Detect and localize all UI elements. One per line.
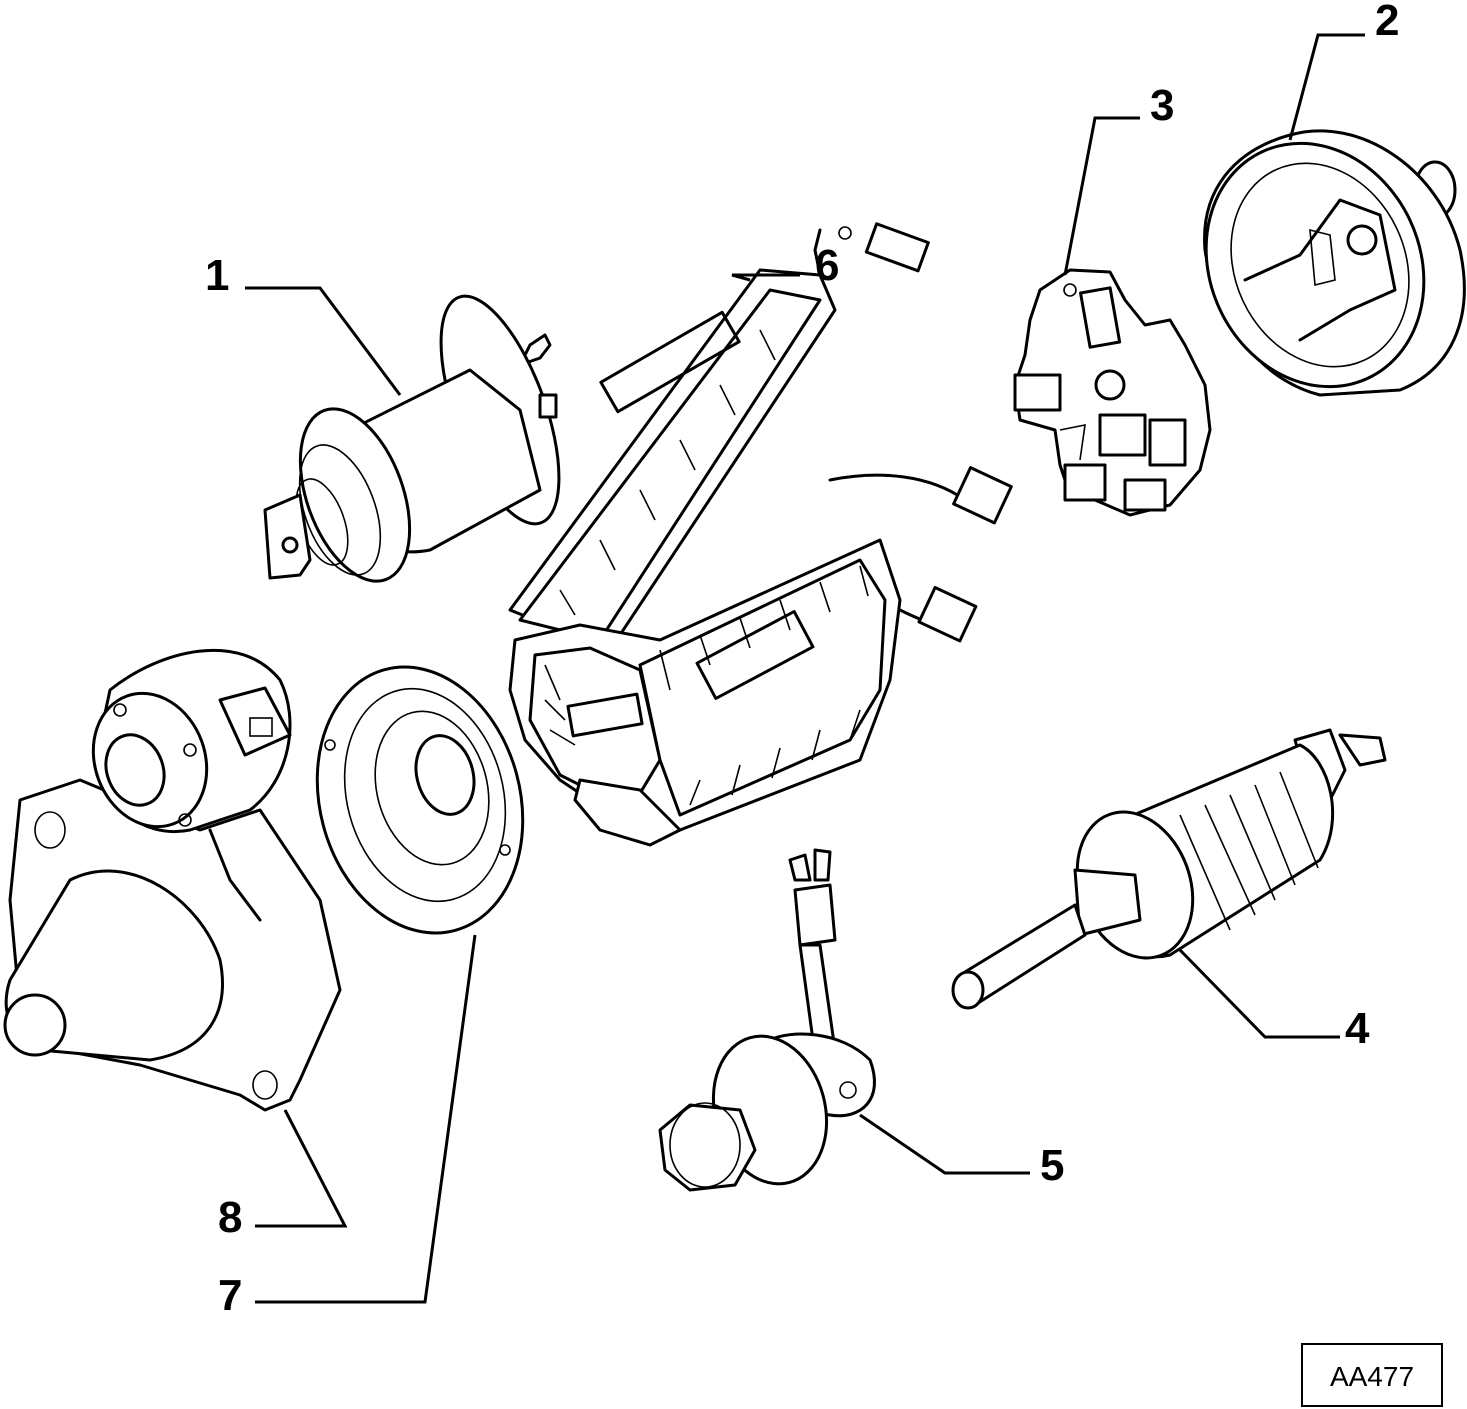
leader-1	[245, 286, 402, 396]
diagram-code-label: AA477	[1330, 1361, 1414, 1392]
callout-7: 7	[218, 1271, 242, 1320]
callout-8: 8	[218, 1193, 242, 1242]
end-cover-part	[1203, 129, 1466, 397]
cover-plate-part	[315, 665, 525, 935]
leader-7	[255, 934, 477, 1304]
solenoid-part	[263, 294, 561, 583]
leader-2	[1288, 33, 1365, 141]
leader-lines	[245, 33, 1365, 1304]
leader-3	[1063, 116, 1140, 276]
field-coil-part	[508, 222, 1013, 847]
brush-holder-part	[1013, 268, 1212, 517]
leader-8	[255, 1109, 348, 1228]
leader-6	[731, 273, 800, 282]
callout-3: 3	[1150, 81, 1174, 130]
leader-5	[859, 1113, 1030, 1175]
drive-housing-part	[3, 648, 342, 1112]
armature-part	[951, 728, 1387, 1010]
callout-4: 4	[1345, 1004, 1370, 1053]
leader-4	[1178, 948, 1340, 1039]
pinion-drive-part	[658, 848, 876, 1192]
callout-6: 6	[815, 241, 839, 290]
callout-1: 1	[205, 251, 229, 300]
callout-2: 2	[1375, 0, 1399, 45]
diagram-code-box: AA477	[1301, 1343, 1443, 1407]
callout-5: 5	[1040, 1141, 1064, 1190]
